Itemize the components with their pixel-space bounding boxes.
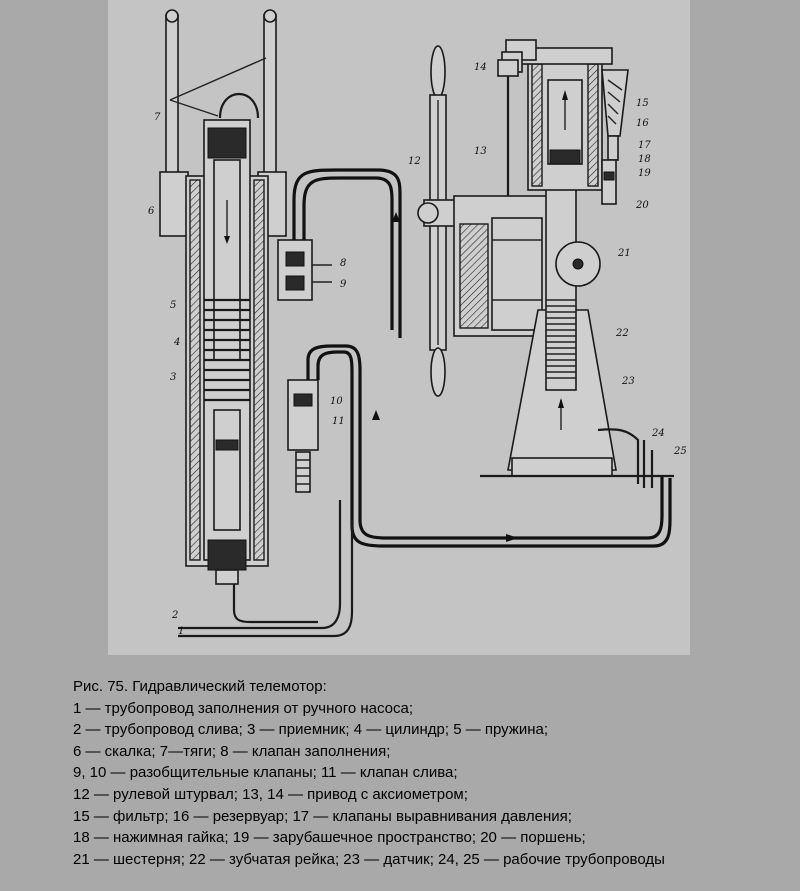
steering-wheel-handle-top <box>430 45 446 99</box>
caption-line: 21 — шестерня; 22 — зубчатая рейка; 23 —… <box>73 850 665 868</box>
telemotor-diagram: 1 2 3 4 5 6 7 8 9 10 11 12 13 14 15 16 1… <box>108 0 690 655</box>
callout-labels: 1 2 3 4 5 6 7 8 9 10 11 12 13 14 15 16 1… <box>148 62 687 637</box>
label-11: 11 <box>332 416 345 427</box>
label-14: 14 <box>474 62 487 73</box>
label-17: 17 <box>638 140 651 151</box>
label-4: 4 <box>173 337 180 348</box>
rod-left <box>165 14 179 176</box>
label-5: 5 <box>170 300 176 311</box>
label-23: 23 <box>621 376 635 387</box>
telemotor-drawing: 1 2 3 4 5 6 7 8 9 10 11 12 13 14 15 16 1… <box>148 9 687 638</box>
caption-line: 1 — трубопровод заполнения от ручного на… <box>73 699 414 717</box>
steering-station <box>417 39 674 488</box>
label-18: 18 <box>638 154 651 165</box>
caption-line: 2 — трубопровод слива; 3 — приемник; 4 —… <box>73 721 549 739</box>
caption-line: 15 — фильтр; 16 — резервуар; 17 — клапан… <box>73 807 572 825</box>
rod-right <box>263 14 277 176</box>
label-6: 6 <box>148 206 155 217</box>
label-3: 3 <box>170 372 176 383</box>
label-12: 12 <box>408 156 421 167</box>
label-9: 9 <box>340 279 347 290</box>
label-13: 13 <box>474 146 487 157</box>
label-25: 25 <box>673 446 687 457</box>
receiver-unit <box>159 9 332 585</box>
label-19: 19 <box>638 168 651 179</box>
spring <box>204 298 250 402</box>
label-22: 22 <box>615 328 629 339</box>
label-7: 7 <box>154 112 161 123</box>
label-16: 16 <box>636 118 649 129</box>
label-15: 15 <box>636 98 649 109</box>
caption-line: 9, 10 — разобщительные клапаны; 11 — кла… <box>73 764 458 782</box>
caption-line: 18 — нажимная гайка; 19 — зарубашечное п… <box>73 829 586 847</box>
label-20: 20 <box>635 200 649 211</box>
label-21: 21 <box>617 248 631 259</box>
caption-title: Рис. 75. Гидравлический телемотор: <box>73 678 327 695</box>
label-24: 24 <box>651 428 665 439</box>
label-8: 8 <box>340 258 346 269</box>
figure-caption: Рис. 75. Гидравлический телемотор: 1 — т… <box>73 676 793 870</box>
caption-line: 6 — скалка; 7—тяги; 8 — клапан заполнени… <box>73 742 391 760</box>
label-10: 10 <box>330 396 343 407</box>
filter <box>601 69 629 137</box>
pipelines <box>178 168 672 638</box>
caption-line: 12 — рулевой штурвал; 13, 14 — привод с … <box>73 785 468 803</box>
label-2: 2 <box>171 610 178 621</box>
label-1: 1 <box>178 626 184 637</box>
